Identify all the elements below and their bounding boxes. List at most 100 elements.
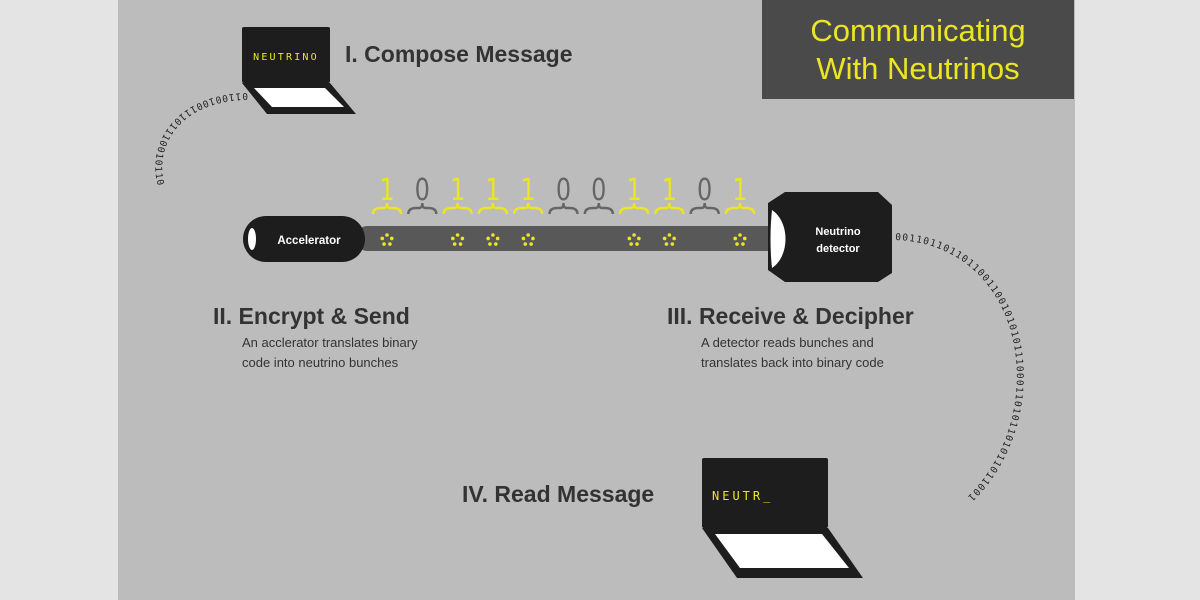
laptop-compose: NEUTRINO: [242, 27, 356, 114]
detector-lens: [770, 210, 786, 268]
laptop-read: NEUTR_: [702, 458, 863, 578]
neutrino-detector: Neutrino detector: [768, 192, 892, 282]
bit-brace: [477, 202, 509, 215]
bit-digit: 1: [379, 173, 394, 207]
neutrino-particle: [627, 236, 632, 241]
binary-stream-bottom-text: 0011011011011001100101010111000110101101…: [895, 232, 1024, 503]
neutrino-particle: [738, 233, 742, 237]
step-1-heading: I. Compose Message: [345, 41, 573, 67]
title-box: Communicating With Neutrinos: [762, 0, 1074, 99]
neutrino-particle: [735, 242, 739, 246]
accelerator-body: [243, 216, 365, 262]
neutrino-particle: [670, 242, 675, 246]
laptop-read-screen: [702, 458, 828, 528]
neutrino-particle: [452, 242, 457, 246]
neutrino-particle: [486, 236, 490, 241]
neutrino-particle: [389, 236, 394, 241]
bit-digit: 0: [556, 173, 571, 207]
neutrino-particle: [662, 236, 667, 241]
neutrino-bunch: [662, 233, 676, 246]
laptop-read-screen-text: NEUTR_: [712, 489, 773, 503]
neutrino-particle: [495, 236, 500, 241]
neutrino-particle: [529, 242, 533, 246]
laptop-compose-screen-text: NEUTRINO: [253, 52, 319, 63]
bit-digit: 1: [626, 173, 641, 207]
bit-brace: [371, 202, 403, 215]
bit-digit: 1: [450, 173, 465, 207]
title-line-2: With Neutrinos: [816, 50, 1020, 86]
bit-brace: [513, 202, 544, 215]
neutrino-particle: [521, 236, 526, 241]
bit-digit: 1: [485, 173, 500, 207]
step-3-description: A detector reads bunches and translates …: [701, 333, 884, 373]
step-2-heading: II. Encrypt & Send: [213, 303, 410, 329]
neutrino-particle: [494, 242, 498, 246]
step-3-desc-line-2: translates back into binary code: [701, 355, 884, 370]
neutrino-bunch: [451, 233, 465, 246]
neutrino-bunch: [733, 233, 747, 246]
accelerator-lens: [248, 228, 256, 250]
neutrino-particle: [382, 242, 386, 246]
laptop-compose-screen: [242, 27, 330, 83]
binary-stream-top: 0110010011101110010110: [152, 90, 248, 188]
bit-digit: 0: [415, 173, 430, 207]
neutrino-particle: [491, 233, 495, 237]
neutrino-bunch: [521, 233, 535, 246]
neutrino-particle: [635, 242, 639, 246]
binary-stream-top-text: 0110010011101110010110: [152, 90, 247, 188]
bit-brace: [618, 202, 650, 215]
neutrino-bunch: [380, 233, 394, 246]
neutrino-particle: [460, 236, 465, 241]
neutrino-particle: [741, 242, 745, 246]
neutrino-particle: [664, 242, 669, 246]
beam-pipe: [355, 226, 785, 251]
neutrino-particle: [385, 233, 389, 237]
laptop-compose-keyboard: [254, 88, 344, 107]
bit-brace: [442, 202, 473, 215]
bit-brace: [548, 202, 579, 215]
bit-brace: [689, 202, 720, 215]
neutrino-particle: [458, 242, 463, 246]
neutrino-particle: [531, 236, 535, 241]
neutrino-particle: [455, 233, 460, 237]
step-2-desc-line-2: code into neutrino bunches: [242, 355, 399, 370]
neutrino-particle: [733, 236, 738, 241]
step-3-desc-line-1: A detector reads bunches and: [701, 335, 874, 350]
laptop-read-keyboard: [715, 534, 849, 568]
bit-digit: 0: [697, 173, 712, 207]
neutrino-particle: [667, 233, 672, 237]
neutrino-particle: [380, 236, 385, 241]
bit-brace: [724, 202, 756, 215]
step-2-desc-line-1: An acclerator translates binary: [242, 335, 418, 350]
neutrino-particle: [523, 242, 528, 246]
accelerator: Accelerator: [243, 216, 365, 262]
bit-digit: 1: [521, 173, 536, 207]
detector-body: [768, 192, 892, 282]
accelerator-label: Accelerator: [277, 235, 341, 247]
bit-digit: 0: [591, 173, 606, 207]
neutrino-particle: [629, 242, 633, 246]
title-line-1: Communicating: [810, 12, 1026, 48]
binary-stream-bottom: 0011011011011001100101010111000110101101…: [895, 232, 1025, 503]
neutrino-particle: [451, 236, 455, 241]
neutrino-particle: [388, 242, 392, 246]
neutrino-particle: [637, 236, 641, 241]
step-4-heading: IV. Read Message: [462, 481, 655, 507]
neutrino-particle: [632, 233, 636, 237]
neutrino-particle: [488, 242, 492, 246]
bit-brace: [583, 202, 614, 215]
bit-digit: 1: [662, 173, 677, 207]
bit-brace: [654, 202, 685, 215]
detector-label-2: detector: [816, 243, 860, 255]
neutrino-bunch: [486, 233, 500, 246]
bit-brace: [407, 202, 438, 215]
step-2-description: An acclerator translates binary code int…: [242, 333, 418, 373]
detector-label-1: Neutrino: [815, 226, 861, 238]
neutrino-particle: [742, 236, 747, 241]
bit-digit: 1: [732, 173, 747, 207]
step-3-heading: III. Receive & Decipher: [667, 303, 914, 329]
neutrino-bunch: [627, 233, 641, 246]
